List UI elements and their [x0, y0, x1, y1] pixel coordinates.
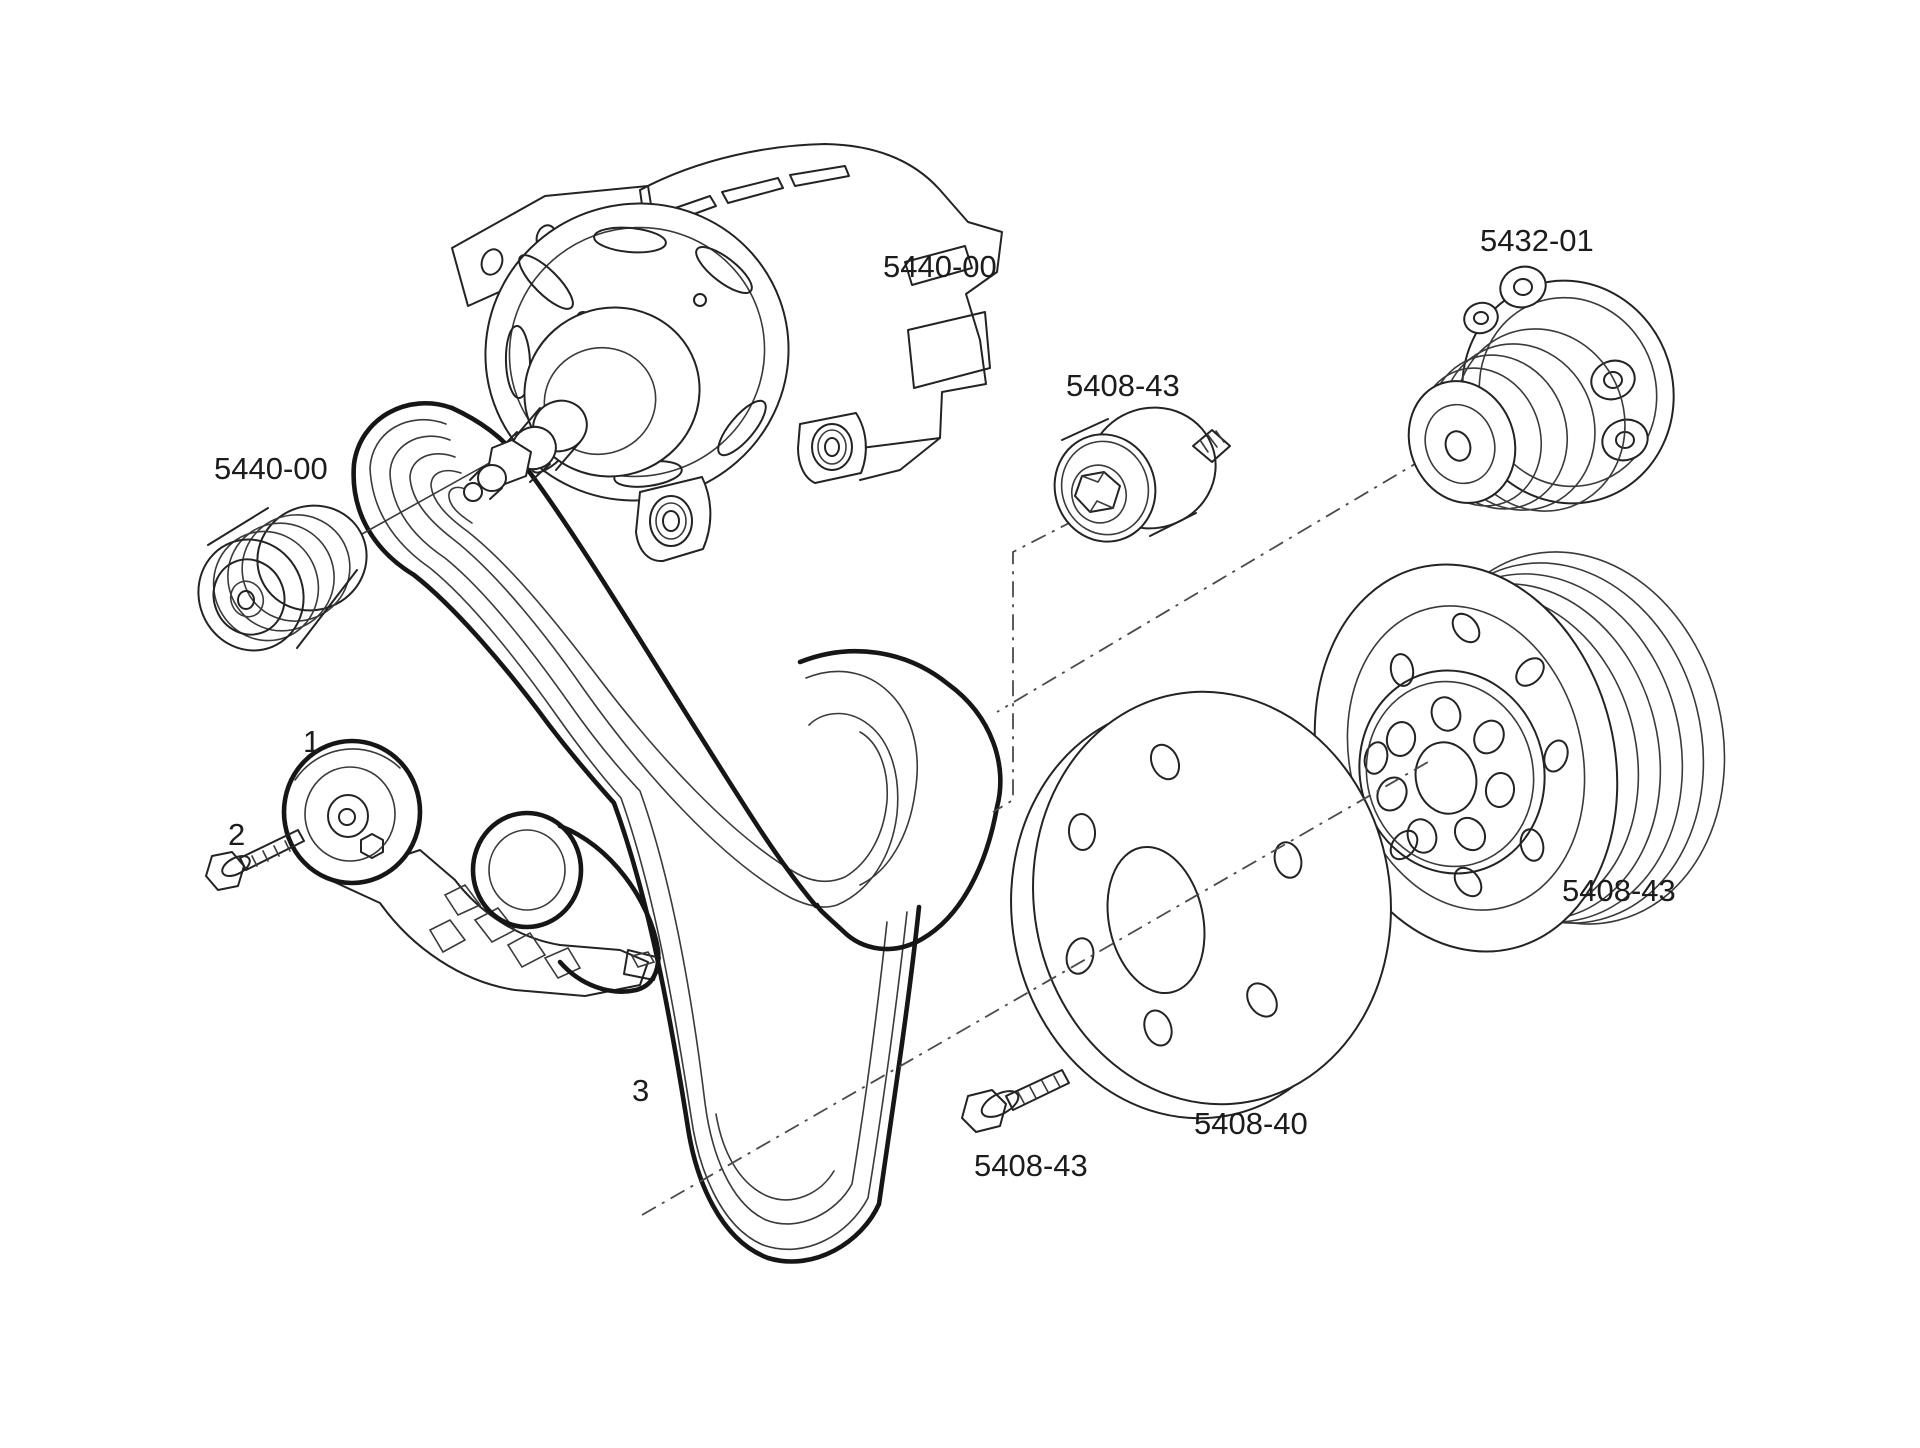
crankshaft-damper-drawing	[1010, 690, 1392, 1120]
label-crank-bolt: 5408-43	[974, 1148, 1088, 1183]
drive-belt-drawing	[351, 401, 1003, 1264]
label-water-pump: 5432-01	[1480, 223, 1594, 258]
alternator-pulley-drawing	[197, 504, 368, 652]
water-pump-drawing	[1407, 265, 1675, 512]
water-pump-bolt-bosses	[1463, 265, 1649, 462]
label-crank-damper: 5408-40	[1194, 1106, 1308, 1141]
idler-pulley-drawing	[1053, 406, 1231, 543]
label-crank-pulley: 5408-43	[1562, 873, 1676, 908]
label-tensioner: 1	[303, 724, 320, 759]
alternator-drawing	[451, 143, 1003, 563]
tensioner-bolt-drawing	[205, 829, 305, 891]
label-drive-belt: 3	[632, 1073, 649, 1108]
crankshaft-centerline	[641, 761, 1429, 1216]
label-tensioner-bolt: 2	[228, 817, 245, 852]
crankshaft-pulley-drawing	[1313, 551, 1726, 953]
crankshaft-bolt-drawing	[961, 1069, 1070, 1133]
tensioner-drawing	[281, 738, 661, 997]
label-idler-pulley: 5408-43	[1066, 368, 1180, 403]
label-alternator-pulley: 5440-00	[214, 451, 328, 486]
callout-labels: 5440-00 5432-01 5408-43 5440-00 1 2 3 54…	[214, 223, 1676, 1183]
label-alternator: 5440-00	[883, 249, 997, 284]
